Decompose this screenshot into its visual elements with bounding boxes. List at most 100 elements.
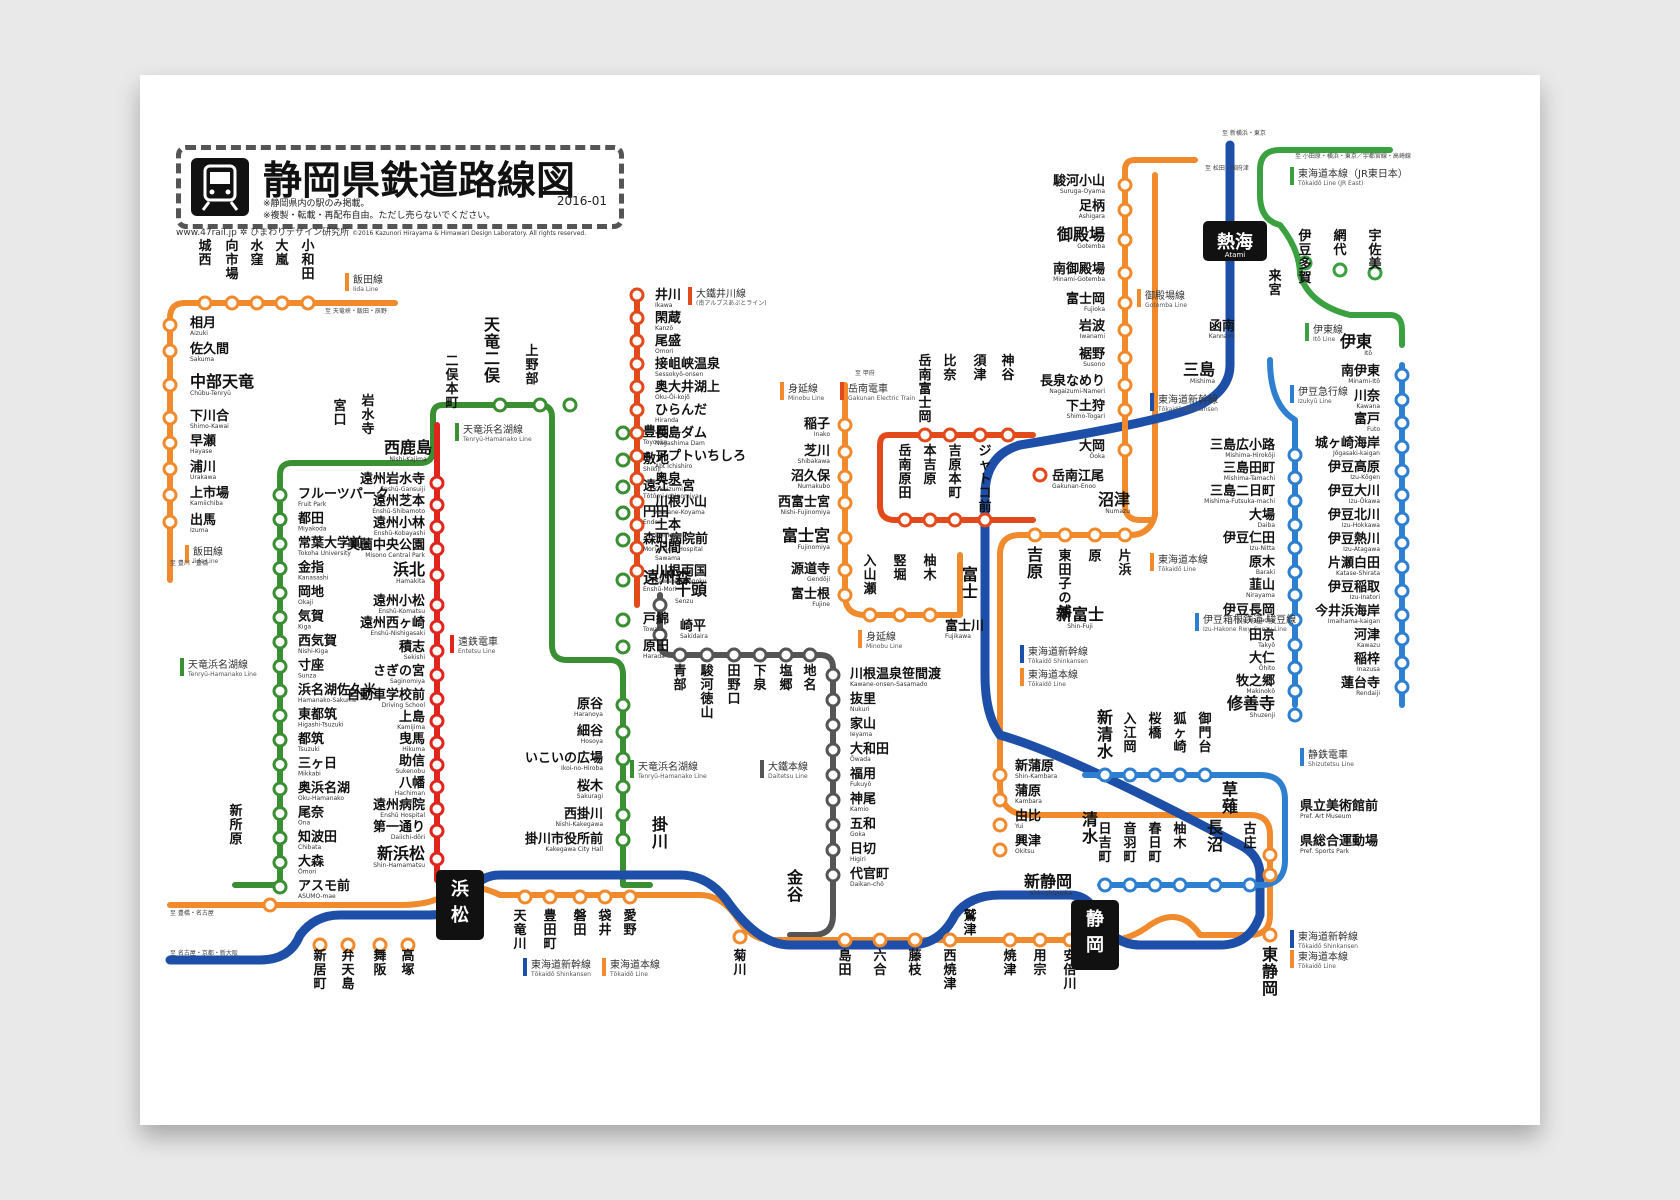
svg-text:Shibakawa: Shibakawa xyxy=(798,458,831,465)
svg-text:Kanzō: Kanzō xyxy=(655,325,673,332)
svg-text:二: 二 xyxy=(484,349,500,368)
svg-text:Sekishi: Sekishi xyxy=(404,654,426,661)
svg-text:藤: 藤 xyxy=(908,948,922,964)
svg-text:神尾: 神尾 xyxy=(850,791,876,807)
svg-text:Kanasashi: Kanasashi xyxy=(298,575,329,582)
station-yaizu: 焼津 xyxy=(1003,948,1016,978)
svg-text:Imaihama-kaigan: Imaihama-kaigan xyxy=(1328,618,1380,625)
stop-ik-12 xyxy=(629,563,645,579)
svg-text:南御殿場: 南御殿場 xyxy=(1053,261,1105,277)
svg-text:稲子: 稲子 xyxy=(804,416,830,432)
svg-text:山: 山 xyxy=(863,567,876,583)
svg-text:用: 用 xyxy=(1032,949,1046,964)
svg-text:御: 御 xyxy=(1197,711,1211,727)
svg-text:由比: 由比 xyxy=(1015,808,1041,824)
svg-text:Towata: Towata xyxy=(642,626,664,633)
stop-tk-藤枝 xyxy=(907,932,923,948)
station-kinomiya: 来宮 xyxy=(1267,268,1282,298)
svg-text:岳南電車: 岳南電車 xyxy=(848,382,888,395)
svg-text:水: 水 xyxy=(250,238,264,254)
svg-text:常葉大学前: 常葉大学前 xyxy=(298,535,363,551)
svg-text:川根小山: 川根小山 xyxy=(654,494,707,510)
svg-text:Tōkaidō Line: Tōkaidō Line xyxy=(1297,963,1336,970)
stop-ten-top-2 xyxy=(562,397,578,413)
svg-text:さぎの宮: さぎの宮 xyxy=(373,663,425,679)
stop-izq-12 xyxy=(1394,655,1410,671)
svg-text:Fruit Park: Fruit Park xyxy=(298,501,327,508)
station-mukaiichiba: 向市場 xyxy=(225,238,238,282)
station-katahama: 片浜 xyxy=(1118,548,1131,578)
svg-text:Baraki: Baraki xyxy=(1256,569,1275,576)
svg-text:Nukuri: Nukuri xyxy=(850,706,870,713)
svg-text:松: 松 xyxy=(451,904,469,926)
svg-text:神: 神 xyxy=(1001,353,1014,369)
svg-text:町: 町 xyxy=(1123,850,1136,865)
svg-text:西: 西 xyxy=(943,949,956,964)
svg-text:津: 津 xyxy=(943,976,956,992)
svg-text:吉: 吉 xyxy=(1027,545,1043,564)
stop-ito-1 xyxy=(1332,262,1348,278)
stop-tk-菊川 xyxy=(732,929,748,945)
station-yunoki: 柚木 xyxy=(1172,821,1187,851)
svg-text:吉: 吉 xyxy=(923,458,936,473)
svg-text:富士宮: 富士宮 xyxy=(782,526,830,545)
svg-text:大鐵井川線: 大鐵井川線 xyxy=(696,287,746,300)
svg-text:閑蔵: 閑蔵 xyxy=(655,310,681,326)
stop-izq-1 xyxy=(1394,392,1410,408)
stop-mb-b-1 xyxy=(892,607,908,623)
svg-text:士: 士 xyxy=(918,395,931,411)
svg-text:Ikawa: Ikawa xyxy=(655,302,673,309)
svg-text:Hayase: Hayase xyxy=(190,448,213,455)
station-rokug-: 六合 xyxy=(873,948,887,978)
svg-text:愛: 愛 xyxy=(623,908,636,924)
svg-text:岡: 岡 xyxy=(1123,740,1136,755)
svg-text:原: 原 xyxy=(229,832,242,847)
svg-text:Omori: Omori xyxy=(655,348,674,355)
svg-text:知波田: 知波田 xyxy=(298,829,337,845)
svg-text:泉: 泉 xyxy=(753,677,767,693)
svg-text:子: 子 xyxy=(1058,577,1071,592)
stop-izq-3 xyxy=(1394,439,1410,455)
svg-text:Kannami: Kannami xyxy=(1209,333,1236,340)
stop-sz-b-0 xyxy=(1242,877,1258,893)
stop-iida-top-1 xyxy=(224,295,240,311)
svg-text:アスモ前: アスモ前 xyxy=(298,878,350,894)
station-gansuiji: 岩水寺 xyxy=(360,393,375,437)
svg-text:早瀬: 早瀬 xyxy=(190,433,216,449)
svg-text:柚: 柚 xyxy=(923,553,936,569)
svg-text:阪: 阪 xyxy=(373,963,387,978)
svg-text:新: 新 xyxy=(1097,708,1113,727)
svg-text:Rendaiji: Rendaiji xyxy=(1356,690,1380,697)
svg-text:曳馬: 曳馬 xyxy=(399,731,425,747)
svg-text:Haranoya: Haranoya xyxy=(574,711,603,718)
svg-text:Itō: Itō xyxy=(1364,350,1372,357)
stop-gk-1 xyxy=(942,427,958,443)
stop-ten-遠州森 xyxy=(615,572,631,588)
credit-name: ひまわりデザイン研究所 xyxy=(250,228,350,238)
stop-tk-島田 xyxy=(837,932,853,948)
svg-text:Tōkaidō Shinkansen: Tōkaidō Shinkansen xyxy=(1297,943,1358,950)
stop-ik-6 xyxy=(629,425,645,441)
svg-text:長島ダム: 長島ダム xyxy=(655,425,707,441)
svg-text:野: 野 xyxy=(623,923,636,938)
stop-tk-焼津 xyxy=(1002,932,1018,948)
svg-text:Fujikawa: Fujikawa xyxy=(945,633,971,640)
svg-text:Minami-Itō: Minami-Itō xyxy=(1348,378,1380,385)
stop-izh-9 xyxy=(1287,660,1303,676)
stop-ten-top-1 xyxy=(532,397,548,413)
